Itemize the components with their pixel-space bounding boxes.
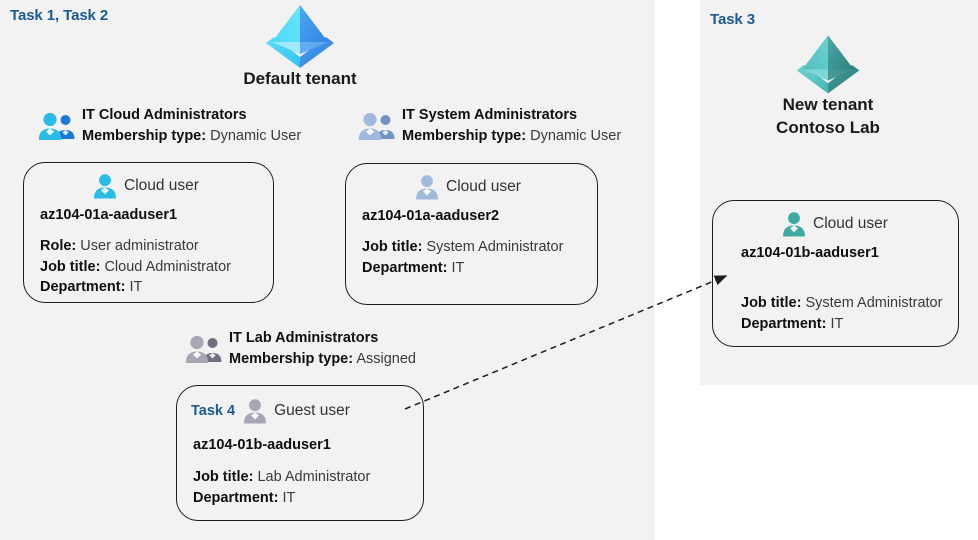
card-attr-value: IT [830, 315, 844, 332]
card-attr-label: Job title: [741, 295, 802, 311]
card-attr-label: Job title: [193, 469, 254, 485]
group-membership-type: Membership type: Dynamic User [82, 126, 301, 147]
card-attributes: Job title: System Administrator Departme… [362, 237, 597, 278]
card-attr-label: Department: [40, 279, 126, 296]
group-users-icon [38, 112, 75, 140]
tenant-new-name-line2: Contoso Lab [776, 117, 880, 137]
card-head: Cloud user [781, 211, 958, 237]
card-head: Cloud user [414, 174, 597, 200]
tenant-default-name: Default tenant [243, 69, 357, 88]
card-attributes: Job title: System Administrator Departme… [741, 293, 958, 334]
card-attr-label: Job title: [362, 239, 423, 255]
card-head: Cloud user [92, 173, 273, 199]
card-username: az104-01a-aaduser1 [40, 207, 178, 223]
card-attr-label: Department: [741, 315, 827, 332]
cloud-user-icon [783, 212, 805, 237]
cloud-user-icon [94, 174, 116, 199]
card-attr-value: Cloud Administrator [104, 258, 231, 275]
task-label-3: Task 3 [710, 11, 755, 28]
card-attr-value: Lab Administrator [257, 469, 371, 485]
card-head-label: Cloud user [446, 178, 521, 195]
card-username: az104-01b-aaduser1 [741, 245, 879, 261]
card-attr-row: Department: IT [362, 258, 597, 279]
group-membership-type: Membership type: Dynamic User [402, 126, 621, 147]
card-attr-value: IT [129, 279, 143, 296]
group-name: IT System Administrators [402, 107, 578, 123]
group-it-cloud-administrators: IT Cloud Administrators Membership type:… [38, 105, 301, 146]
group-it-system-administrators: IT System Administrators Membership type… [358, 105, 621, 146]
entra-pyramid-icon [796, 35, 860, 94]
card-attr-row: Role: User administrator [40, 236, 273, 257]
card-attributes: Job title: Lab Administrator Department:… [193, 467, 423, 508]
card-attr-label: Job title: [40, 258, 101, 275]
entra-pyramid-icon [266, 5, 334, 68]
card-attr-value: User administrator [80, 238, 199, 254]
group-users-icon [358, 112, 395, 140]
card-attributes: Role: User administrator Job title: Clou… [40, 236, 273, 298]
card-attr-value: System Administrator [805, 295, 943, 311]
card-attr-row: Job title: System Administrator [741, 293, 958, 314]
card-attr-row: Job title: Lab Administrator [193, 467, 423, 488]
card-attr-label: Role: [40, 238, 77, 254]
card-username: az104-01a-aaduser2 [362, 208, 500, 224]
card-head: Task 4 Guest user [191, 398, 423, 424]
default-tenant-panel [0, 0, 655, 540]
group-membership-label: Membership type: [402, 127, 527, 144]
tenant-new-name-line1: New tenant [782, 95, 874, 114]
group-membership-label: Membership type: [82, 127, 207, 144]
card-username: az104-01b-aaduser1 [193, 437, 331, 453]
card-attr-row: Department: IT [741, 314, 958, 335]
group-name: IT Cloud Administrators [82, 107, 247, 123]
card-attr-label: Department: [362, 259, 448, 276]
card-attr-value: IT [282, 489, 296, 506]
card-head-label: Guest user [274, 402, 350, 419]
card-attr-row: Department: IT [40, 277, 273, 298]
card-head-label: Cloud user [124, 177, 199, 194]
tenant-new: New tenant Contoso Lab [758, 32, 898, 140]
card-aaduser2-cloud[interactable]: Cloud user az104-01a-aaduser2 Job title:… [345, 163, 598, 305]
group-membership-value: Dynamic User [210, 127, 302, 144]
card-attr-value: IT [451, 259, 465, 276]
card-attr-label: Department: [193, 489, 279, 506]
group-users-icon [185, 335, 222, 363]
guest-user-icon [244, 399, 267, 424]
group-membership-type: Membership type: Assigned [229, 349, 416, 370]
card-attr-value: System Administrator [426, 239, 564, 255]
card-aaduser1b-cloud[interactable]: Cloud user az104-01b-aaduser1 Job title:… [712, 200, 959, 347]
group-membership-value: Dynamic User [530, 127, 622, 144]
group-it-lab-administrators: IT Lab Administrators Membership type: A… [185, 328, 416, 369]
card-attr-row: Job title: Cloud Administrator [40, 257, 273, 278]
card-attr-row: Job title: System Administrator [362, 237, 597, 258]
card-aaduser1-cloud[interactable]: Cloud user az104-01a-aaduser1 Role: User… [23, 162, 274, 303]
card-attr-row: Department: IT [193, 488, 423, 509]
task-label-1-2: Task 1, Task 2 [10, 7, 109, 24]
group-name: IT Lab Administrators [229, 330, 379, 346]
tenant-default: Default tenant [230, 2, 370, 91]
card-head-label: Cloud user [813, 215, 888, 232]
group-membership-value: Assigned [356, 350, 416, 367]
cloud-user-icon [416, 175, 438, 200]
card-task-label: Task 4 [191, 403, 236, 419]
group-membership-label: Membership type: [229, 350, 354, 367]
card-aaduser1b-guest[interactable]: Task 4 Guest user az104-01b-aaduser1 Job… [176, 385, 424, 521]
